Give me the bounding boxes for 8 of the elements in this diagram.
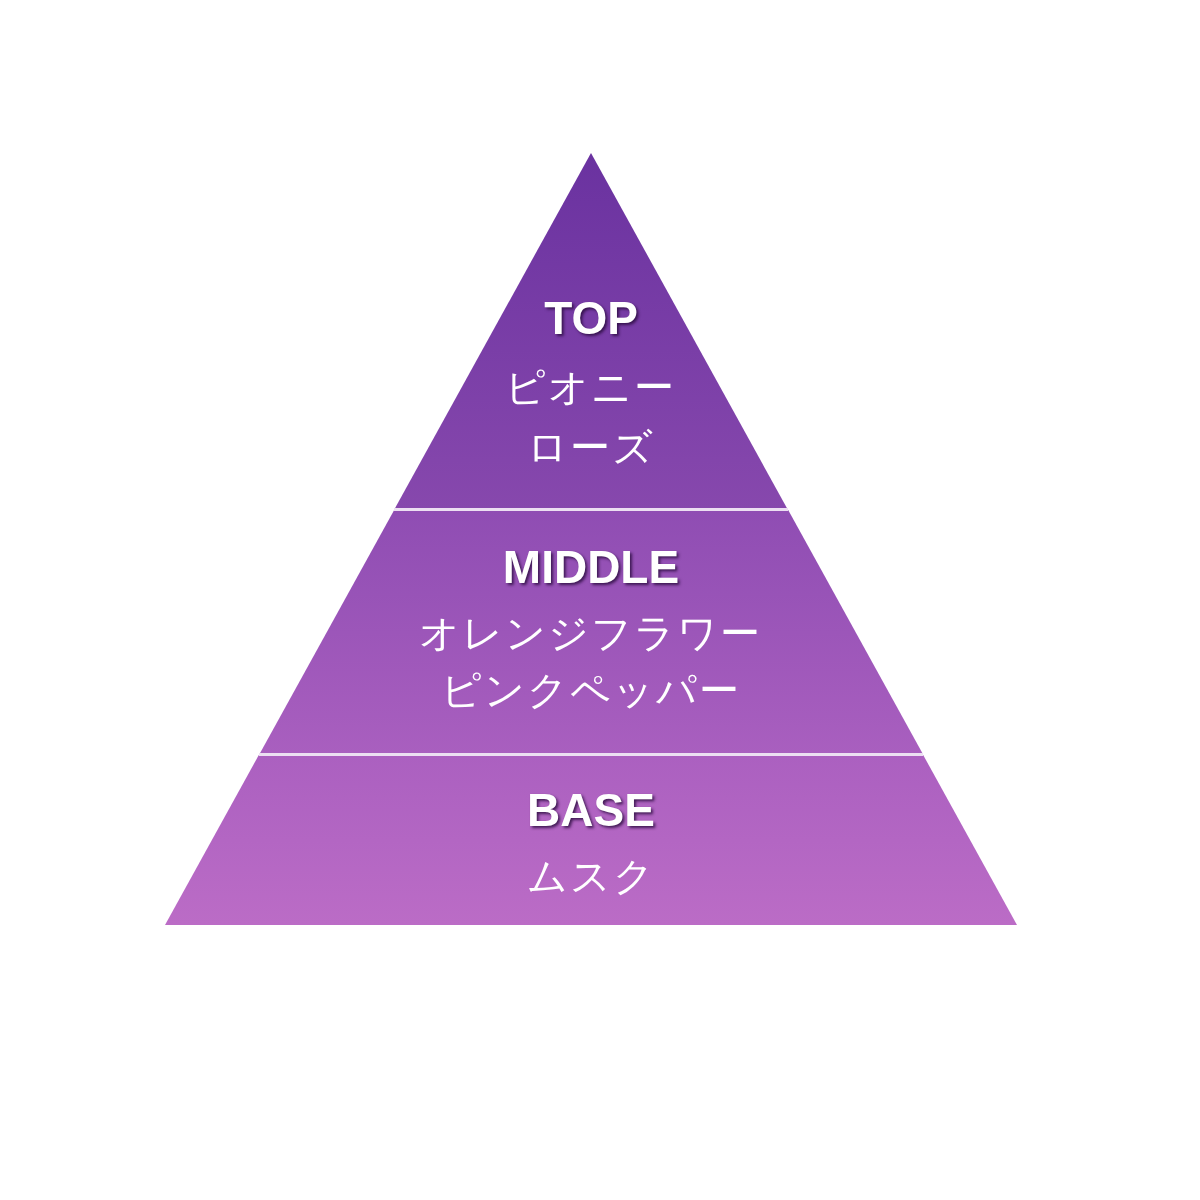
- note-name: ローズ: [526, 423, 656, 471]
- note-name: ムスク: [525, 852, 657, 900]
- tier-heading: TOP: [543, 293, 639, 343]
- tier-heading: MIDDLE: [501, 542, 681, 592]
- note-name: オレンジフラワー: [418, 609, 764, 657]
- tier-heading: BASE: [526, 785, 656, 835]
- note-name: ピオニー: [504, 363, 678, 411]
- note-name: ピンクペッパー: [440, 666, 742, 714]
